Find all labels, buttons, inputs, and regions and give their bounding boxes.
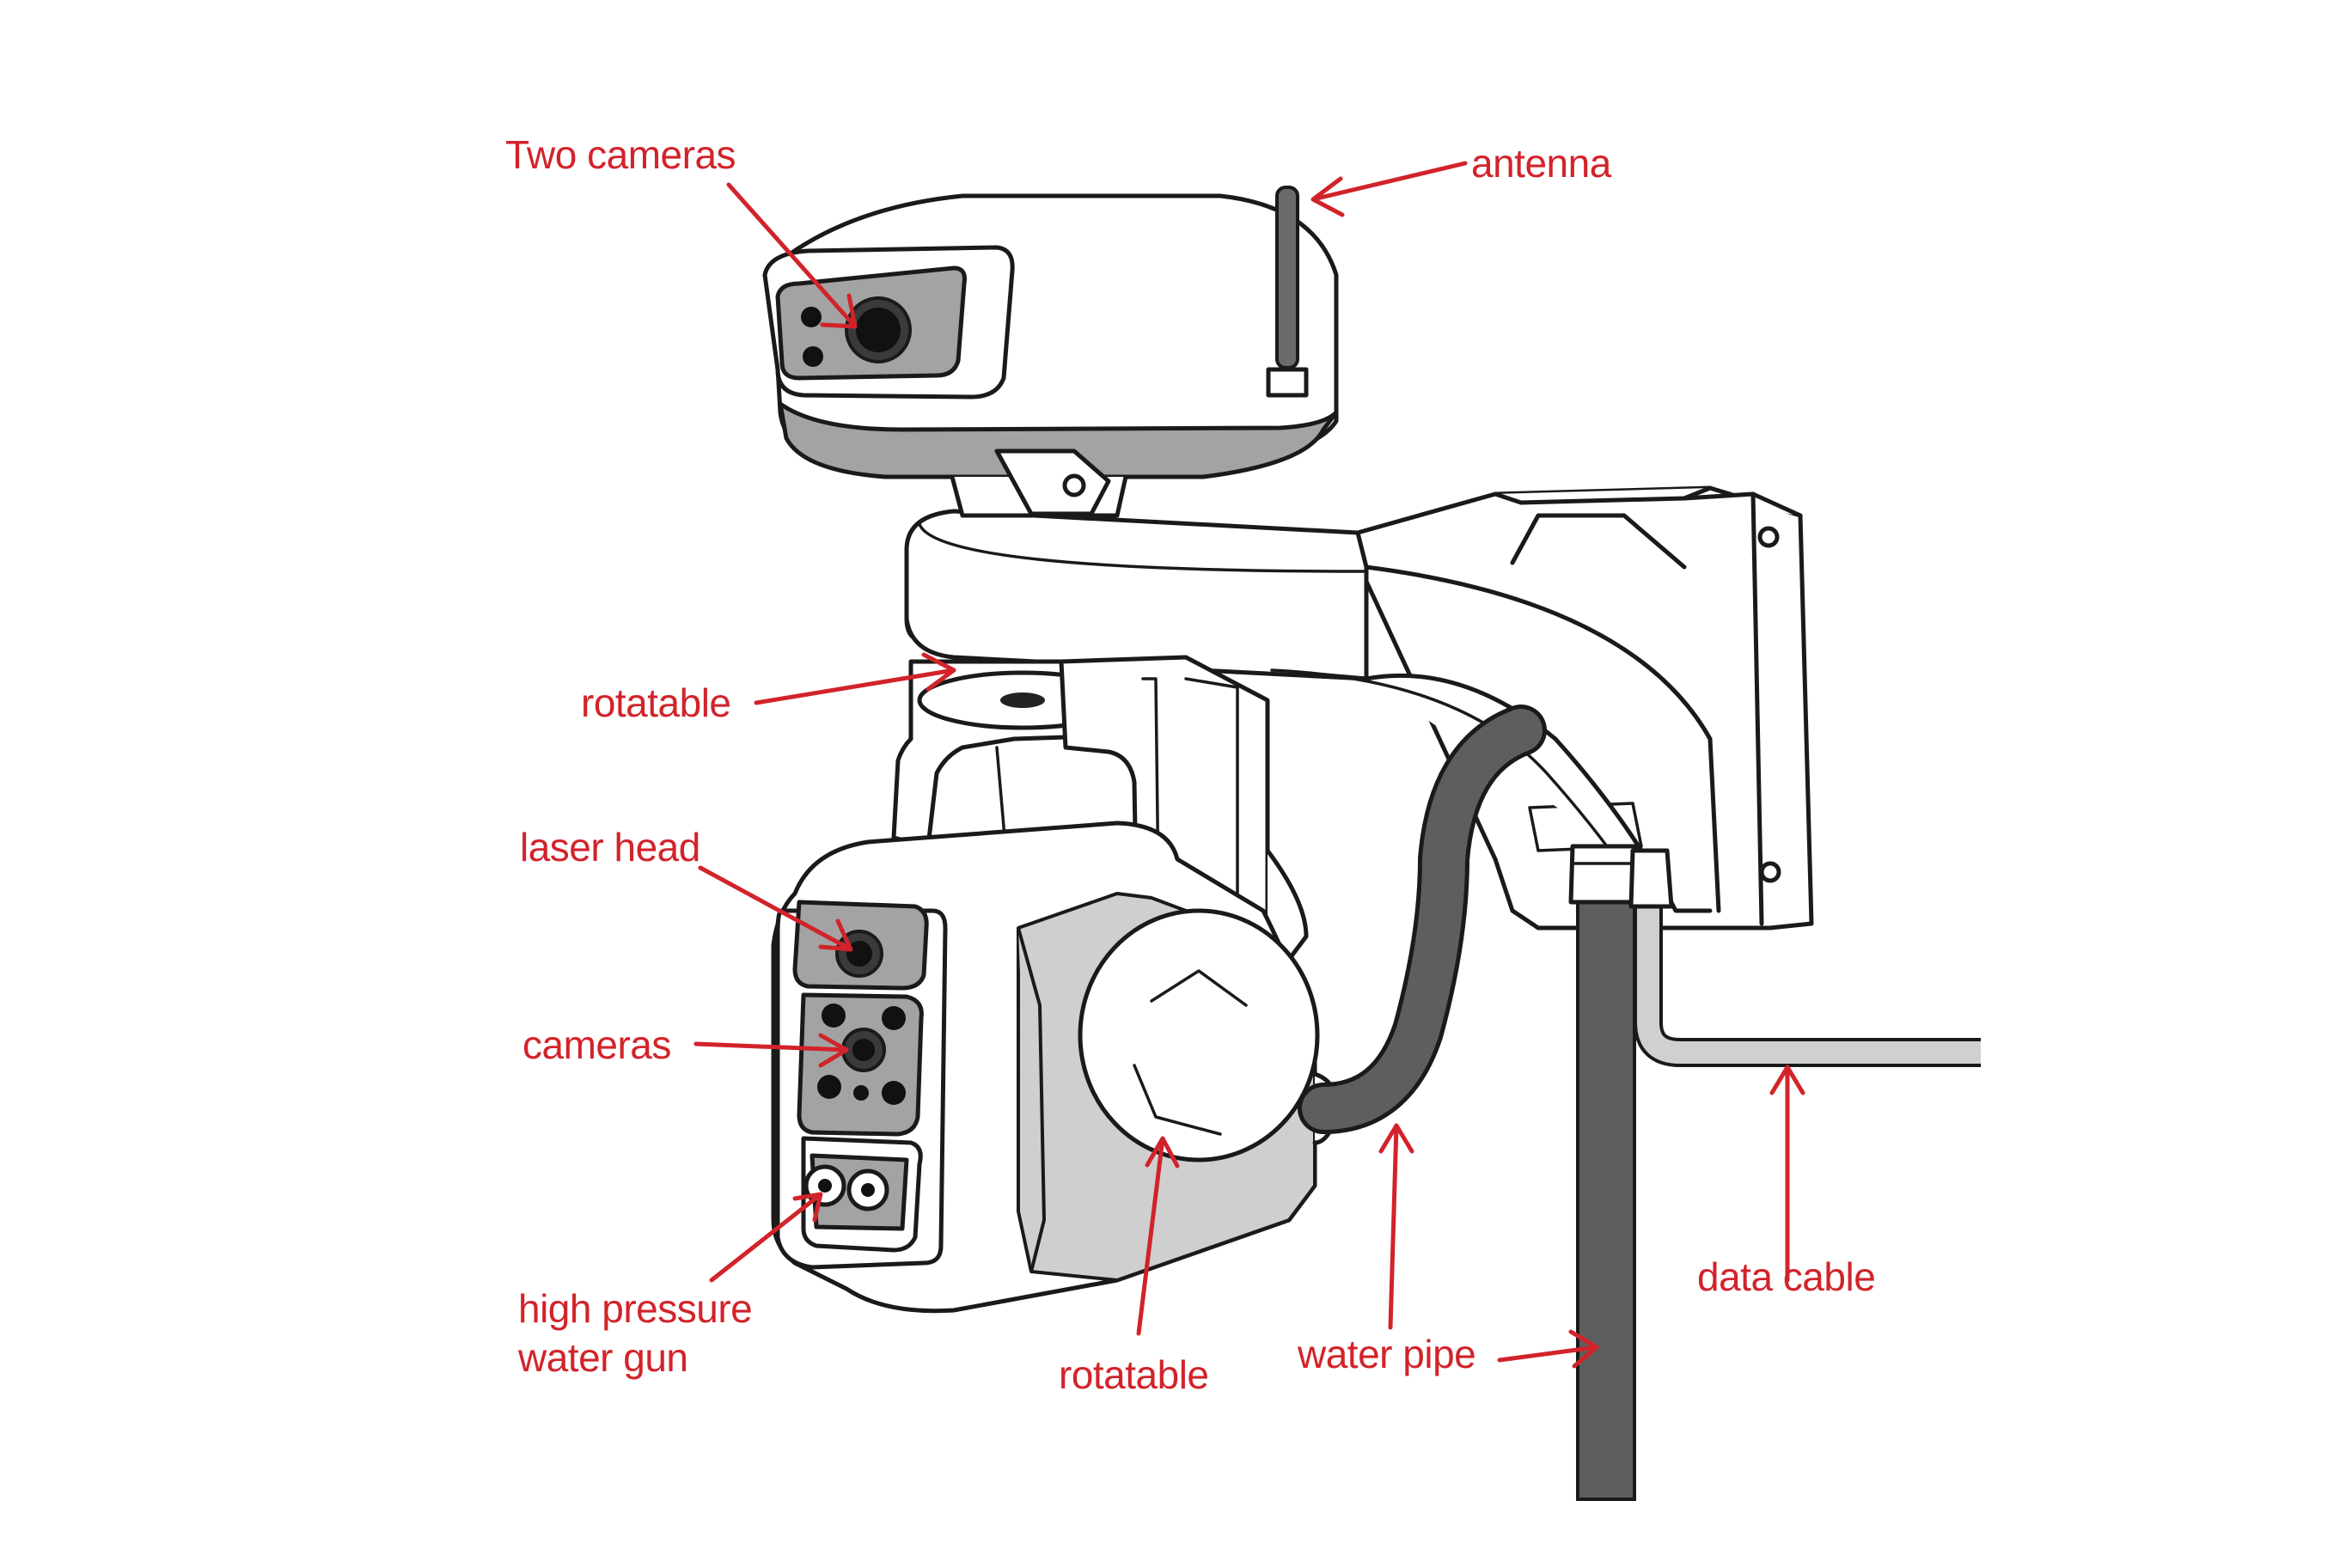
arrow-water-pipe-upper [1378,1123,1414,1330]
arrow-laser-head [698,865,853,952]
arrow-rotatable-bottom [1136,1136,1180,1336]
label-rotatable-bottom: rotatable [1059,1352,1209,1397]
label-laser-head: laser head [520,825,700,869]
label-arrows [693,161,1805,1369]
arrow-water-gun [709,1192,823,1283]
label-water-pipe: water pipe [1298,1332,1476,1376]
arrow-rotatable-top [754,652,956,705]
top-rotating-neck [950,448,1128,518]
label-water-gun-line2: water gun [518,1335,688,1380]
front-panel [775,900,948,1270]
top-camera-unit [762,193,1339,479]
arrow-antenna [1310,161,1468,217]
label-antenna: antenna [1471,141,1611,186]
label-water-gun-line1: high pressure [518,1286,753,1331]
label-data-cable: data cable [1697,1254,1876,1299]
antenna [1266,186,1309,398]
data-cable [1628,848,1981,1067]
arrow-cameras [693,1033,849,1068]
water-pipe [1298,705,1644,1501]
arrow-water-pipe-lower [1497,1329,1599,1369]
arrow-two-cameras [726,182,858,329]
arrow-data-cable [1769,1065,1805,1283]
label-two-cameras: Two cameras [505,132,736,177]
label-rotatable-top: rotatable [581,680,731,725]
label-cameras: cameras [522,1022,671,1067]
